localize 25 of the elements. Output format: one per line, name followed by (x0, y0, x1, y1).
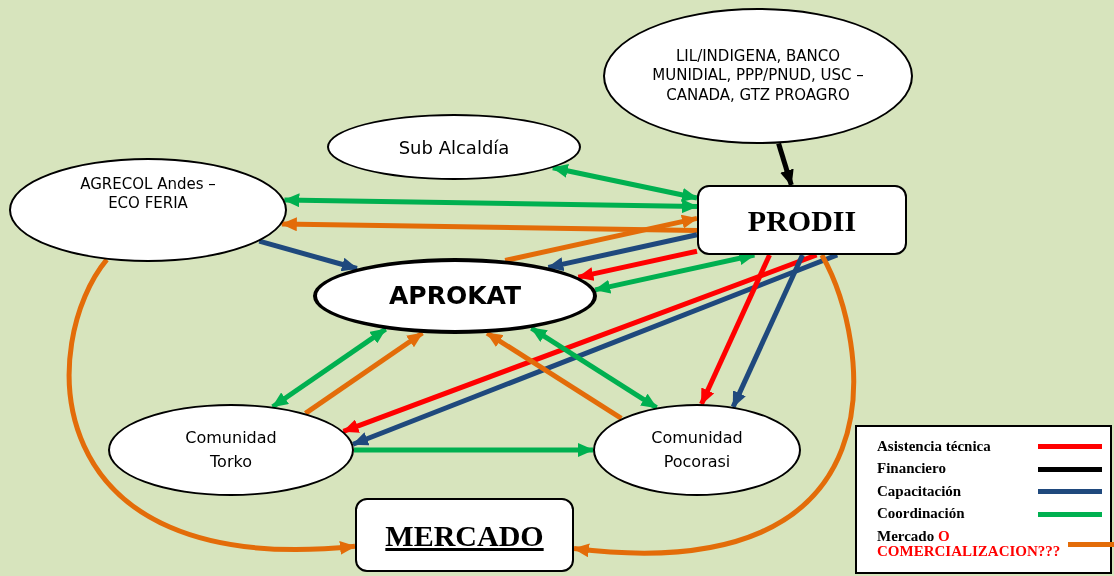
legend-label: Mercado O COMERCIALIZACION??? (877, 528, 1061, 560)
node-label: Comunidad Torko (184, 427, 278, 473)
legend-label: Coordinación (877, 506, 965, 522)
arrow (573, 253, 857, 557)
arrow (258, 238, 358, 272)
node-label: Sub Alcaldía (398, 135, 510, 160)
process-box (355, 498, 574, 572)
double-arrow (530, 325, 658, 410)
legend-label: Asistencia técnica (877, 439, 991, 455)
arrow (280, 217, 698, 233)
legend-label: Financiero (877, 461, 946, 478)
arrow (547, 232, 698, 271)
node-label: Comunidad Pocorasi (650, 427, 744, 473)
node-label: LIL/INDIGENA, BANCO MUNIDIAL, PPP/PNUD, USC – CANADA, GTZ PROAGRO (651, 46, 865, 106)
node-label: MERCADO (385, 517, 544, 554)
arrow (776, 142, 794, 186)
arrow (699, 253, 772, 406)
process-box (697, 185, 907, 255)
node-label: AGRECOL Andes – ECO FERIA (79, 174, 217, 214)
node-label: PRODII (747, 202, 857, 239)
legend-label: Capacitación (877, 483, 962, 500)
node-label: APROKAT (389, 280, 521, 313)
double-arrow (551, 163, 698, 202)
arrow (354, 443, 594, 457)
arrow (577, 248, 698, 281)
